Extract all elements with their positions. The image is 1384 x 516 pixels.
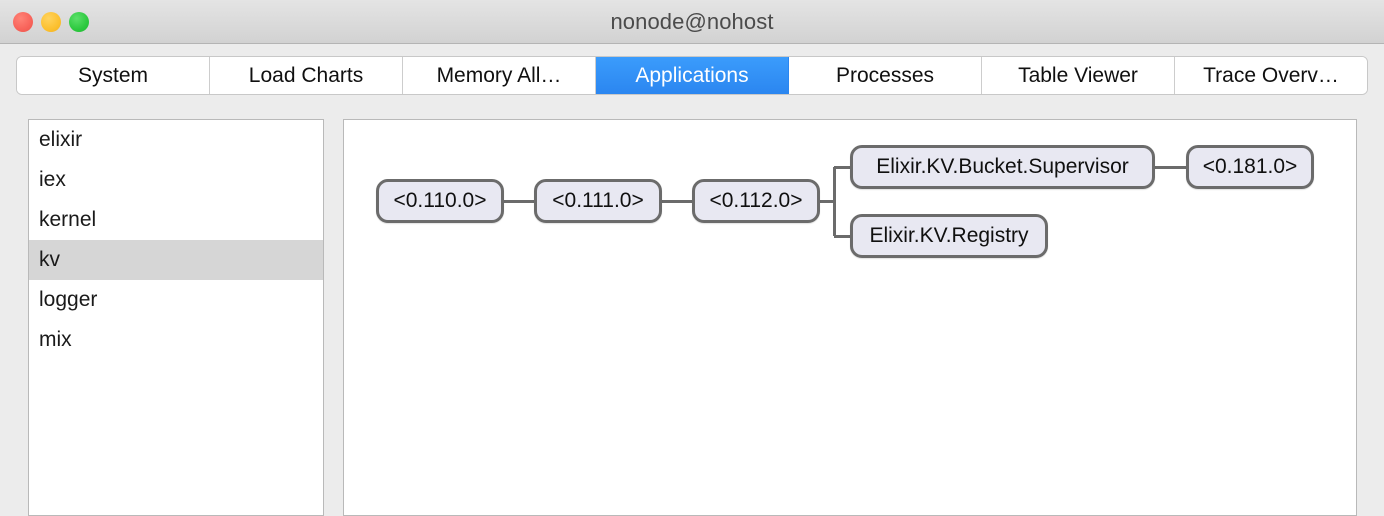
maximize-button[interactable]: [69, 12, 89, 32]
tab-system[interactable]: System: [17, 57, 210, 94]
process-node-0-110-0[interactable]: <0.110.0>: [376, 179, 504, 223]
list-item-iex[interactable]: iex: [29, 160, 323, 200]
process-node-0-112-0[interactable]: <0.112.0>: [692, 179, 820, 223]
edge-bucketsup: [1155, 165, 1186, 169]
process-node-0-111-0[interactable]: <0.111.0>: [534, 179, 662, 223]
tab-trace-overview[interactable]: Trace Overv…: [1175, 57, 1367, 94]
edge-n112-leg-1: [834, 234, 850, 238]
edge-n112-riser: [832, 167, 836, 236]
window-controls: [13, 12, 89, 32]
window-title: nonode@nohost: [610, 9, 774, 34]
tab-processes[interactable]: Processes: [789, 57, 982, 94]
tab-memory-all[interactable]: Memory All…: [403, 57, 596, 94]
list-item-logger[interactable]: logger: [29, 280, 323, 320]
edge-n110: [504, 199, 534, 203]
list-item-elixir[interactable]: elixir: [29, 120, 323, 160]
edge-n112-stub: [820, 199, 834, 203]
process-tree-graph: <0.110.0> <0.111.0> <0.112.0> Elixir.KV.…: [344, 120, 1356, 515]
process-node-elixir-kv-registry[interactable]: Elixir.KV.Registry: [850, 214, 1048, 258]
title-bar: nonode@nohost: [0, 0, 1384, 44]
tab-bar: System Load Charts Memory All… Applicati…: [16, 56, 1368, 95]
list-item-mix[interactable]: mix: [29, 320, 323, 360]
close-button[interactable]: [13, 12, 33, 32]
minimize-button[interactable]: [41, 12, 61, 32]
tab-table-viewer[interactable]: Table Viewer: [982, 57, 1175, 94]
process-node-0-181-0[interactable]: <0.181.0>: [1186, 145, 1314, 189]
list-item-kernel[interactable]: kernel: [29, 200, 323, 240]
process-tree-canvas[interactable]: <0.110.0> <0.111.0> <0.112.0> Elixir.KV.…: [343, 119, 1357, 516]
application-list[interactable]: elixir iex kernel kv logger mix: [28, 119, 324, 516]
tab-applications[interactable]: Applications: [596, 57, 789, 94]
edge-n111: [662, 199, 692, 203]
list-item-kv[interactable]: kv: [29, 240, 323, 280]
process-node-elixir-kv-bucket-supervisor[interactable]: Elixir.KV.Bucket.Supervisor: [850, 145, 1155, 189]
tab-load-charts[interactable]: Load Charts: [210, 57, 403, 94]
edge-n112-leg-0: [834, 165, 850, 169]
